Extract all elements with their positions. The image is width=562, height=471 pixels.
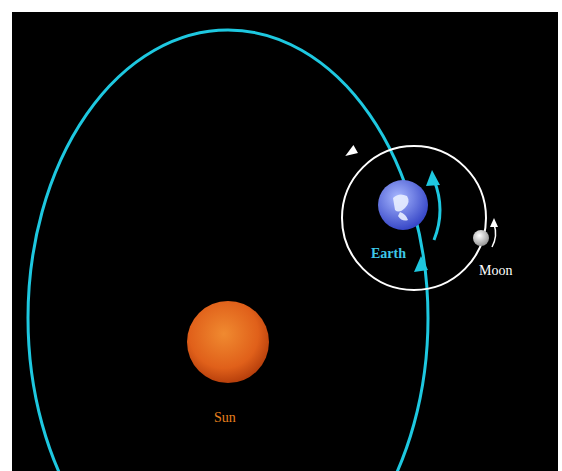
body-label: Moon [479, 264, 512, 278]
earth-rotation-arrow [434, 180, 440, 240]
orbit-arrow [414, 256, 428, 272]
body-label: Sun [214, 411, 236, 425]
earth-rotation-head [426, 170, 440, 186]
space-background [12, 12, 558, 471]
sun [187, 301, 269, 383]
moon-rotation-arrow [492, 224, 496, 247]
moon-orbit-arrow [345, 144, 360, 160]
moon-rotation-head [490, 218, 498, 227]
moon [473, 230, 489, 246]
moon-orbit [342, 146, 486, 290]
body-label: Earth [371, 247, 406, 261]
earth-orbit [28, 30, 428, 471]
earth [378, 180, 428, 230]
earth-clouds [393, 194, 409, 220]
